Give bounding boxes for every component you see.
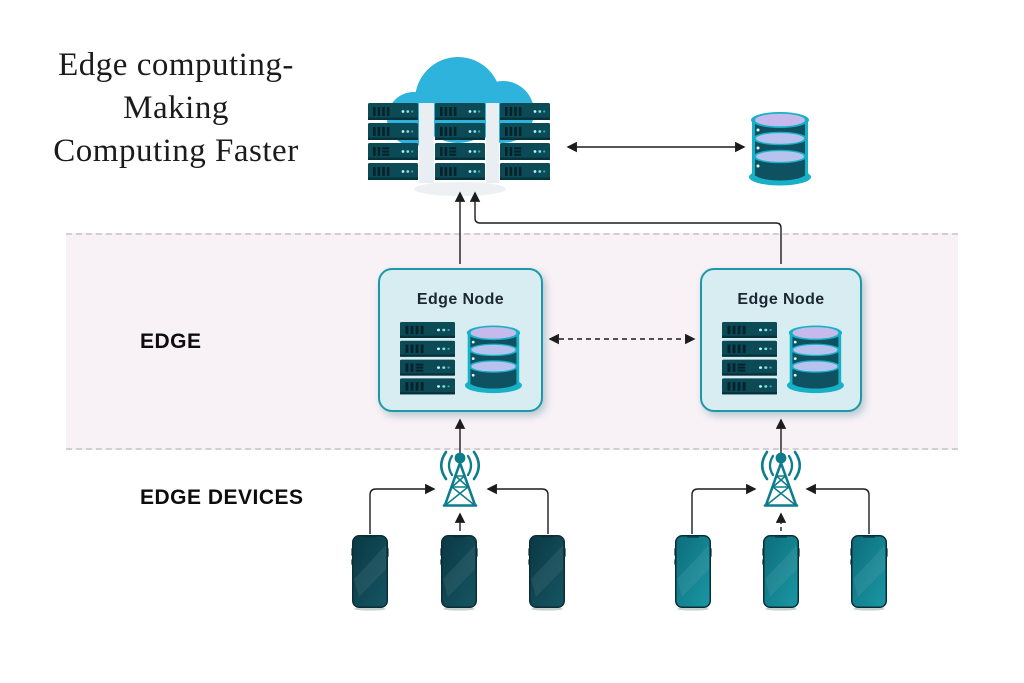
cloud-shadow xyxy=(414,103,506,196)
arrow-phone6-to-tower-right xyxy=(805,483,870,534)
title-line-1: Edge computing- xyxy=(58,47,294,83)
page-title: Edge computing- Making Computing Faster xyxy=(30,44,322,173)
smartphone-icon xyxy=(527,535,567,612)
cell-tower-icon xyxy=(439,450,481,507)
edge-node-left-title: Edge Node xyxy=(416,291,505,308)
server-rack-icon xyxy=(400,322,455,394)
smartphone-icon xyxy=(673,535,713,612)
arrow-phone4-to-tower-right xyxy=(691,483,757,534)
server-rack-icon xyxy=(722,322,777,394)
smartphone-icon xyxy=(439,535,479,612)
database-icon xyxy=(464,325,522,394)
edge-devices-label: EDGE DEVICES xyxy=(140,486,304,509)
database-icon xyxy=(749,112,811,186)
database-icon xyxy=(786,325,844,394)
title-line-2: Making xyxy=(123,90,229,126)
smartphone-icon xyxy=(761,535,801,612)
title-line-3: Computing Faster xyxy=(53,133,299,169)
smartphone-icon xyxy=(849,535,889,612)
arrow-phone3-to-tower-left xyxy=(486,483,549,534)
cell-tower-icon xyxy=(760,450,802,507)
edge-node-right-title: Edge Node xyxy=(737,291,825,308)
arrow-phone1-to-tower-left xyxy=(369,483,436,534)
arrow-edge-node-right-to-cloud xyxy=(469,191,782,264)
edge-zone-label: EDGE xyxy=(140,330,202,353)
smartphone-icon xyxy=(350,535,390,612)
